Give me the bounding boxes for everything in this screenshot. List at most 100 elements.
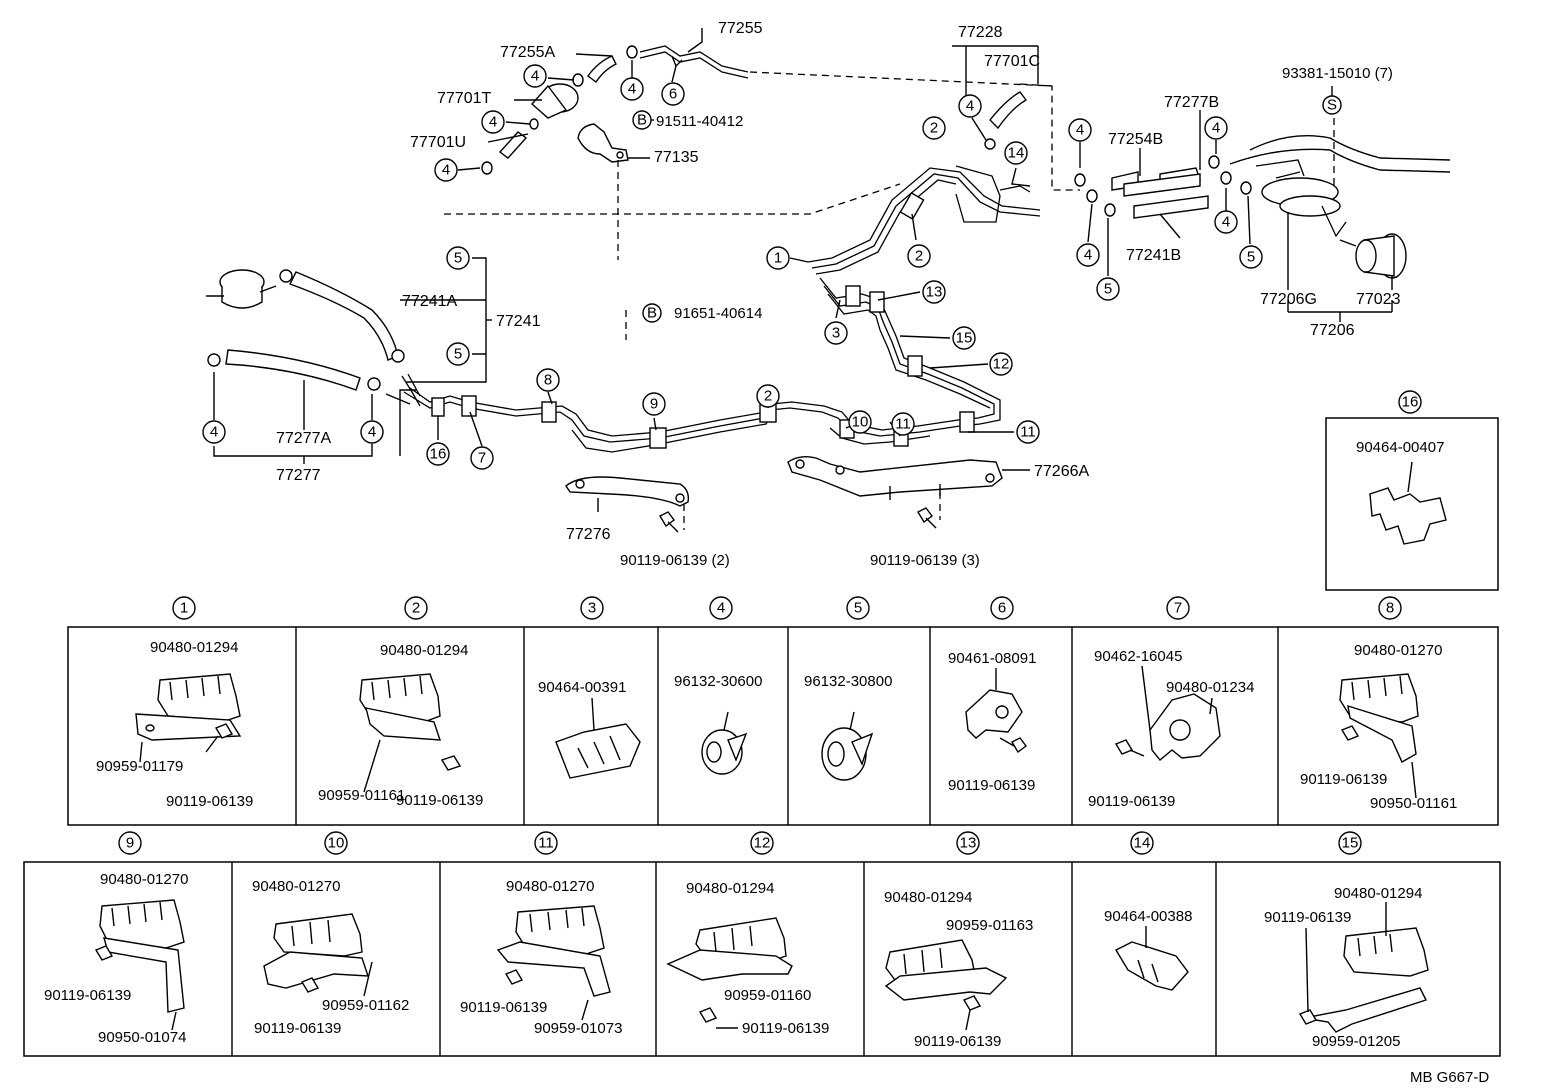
clip-icon bbox=[207, 353, 221, 367]
svg-text:90480-01294: 90480-01294 bbox=[150, 639, 238, 656]
svg-text:4: 4 bbox=[966, 98, 974, 115]
callout-4: 4 bbox=[523, 64, 547, 88]
svg-text:9: 9 bbox=[126, 835, 134, 852]
bolt-icon bbox=[504, 969, 524, 985]
clip-icon bbox=[984, 138, 996, 150]
svg-text:90119-06139: 90119-06139 bbox=[1300, 771, 1387, 788]
svg-text:90462-16045: 90462-16045 bbox=[1094, 648, 1182, 665]
bracket-icon bbox=[1347, 704, 1417, 763]
hose-77241B bbox=[1133, 195, 1209, 219]
label-77135: 77135 bbox=[654, 149, 699, 166]
svg-text:90480-01270: 90480-01270 bbox=[252, 878, 340, 895]
callout-4: 4 bbox=[958, 94, 982, 118]
svg-text:90959-01160: 90959-01160 bbox=[724, 987, 811, 1004]
svg-text:B: B bbox=[647, 305, 657, 322]
callout-3: 3 bbox=[824, 321, 848, 345]
svg-text:5: 5 bbox=[454, 250, 462, 267]
callout-2: 2 bbox=[756, 384, 780, 408]
svg-text:5: 5 bbox=[454, 346, 462, 363]
svg-text:4: 4 bbox=[531, 68, 539, 85]
svg-text:90959-01162: 90959-01162 bbox=[322, 997, 409, 1014]
callout-4: 4 bbox=[360, 420, 384, 444]
svg-text:8: 8 bbox=[544, 372, 552, 389]
callout-2: 2 bbox=[922, 116, 946, 140]
clip-icon bbox=[279, 269, 293, 283]
bracket-77135 bbox=[577, 123, 629, 163]
svg-text:8: 8 bbox=[1386, 600, 1394, 617]
svg-text:5: 5 bbox=[1247, 249, 1255, 266]
label-bolt-2: 90119-06139 (2) bbox=[620, 552, 730, 569]
detail-box-11: 11 90480-01270 90119-06139 90959-01073 bbox=[460, 831, 622, 1037]
label-77266A: 77266A bbox=[1034, 463, 1089, 480]
detail-box-2: 2 90480-01294 90959-01161 90119-06139 bbox=[318, 596, 483, 809]
hose-77701U bbox=[498, 131, 528, 159]
callout-4: 4 bbox=[481, 110, 505, 134]
detail-box-5: 5 96132-30800 bbox=[804, 596, 892, 781]
svg-text:90119-06139: 90119-06139 bbox=[460, 999, 547, 1016]
leader-lines bbox=[213, 28, 1393, 512]
bracket-icon bbox=[135, 713, 242, 741]
tube-clamp-icon bbox=[157, 673, 241, 723]
svg-text:90480-01270: 90480-01270 bbox=[100, 871, 188, 888]
svg-text:16: 16 bbox=[1402, 394, 1419, 411]
callout-10: 10 bbox=[848, 410, 872, 434]
callout-12: 12 bbox=[989, 352, 1013, 376]
svg-text:11: 11 bbox=[538, 835, 554, 852]
callout-6: 6 bbox=[661, 82, 685, 106]
callout-5: 5 bbox=[1239, 245, 1263, 269]
label-77254B: 77254B bbox=[1108, 131, 1163, 148]
clip-icon bbox=[1074, 173, 1086, 187]
svg-text:90119-06139: 90119-06139 bbox=[914, 1033, 1001, 1050]
hose-77701C bbox=[989, 91, 1028, 130]
svg-text:4: 4 bbox=[368, 424, 376, 441]
svg-text:1: 1 bbox=[774, 250, 782, 267]
bolt-icon bbox=[94, 945, 114, 961]
svg-text:4: 4 bbox=[717, 600, 725, 617]
label-77206G: 77206G bbox=[1260, 291, 1317, 308]
svg-text:90119-06139: 90119-06139 bbox=[1264, 909, 1351, 926]
label-77276: 77276 bbox=[566, 526, 611, 543]
callout-4: 4 bbox=[620, 77, 644, 101]
label-77241A: 77241A bbox=[402, 293, 457, 310]
clip-icon bbox=[367, 377, 381, 391]
bolt-icon bbox=[1114, 739, 1134, 755]
callout-4: 4 bbox=[1204, 116, 1228, 140]
bolt-icon bbox=[917, 507, 933, 524]
clamp-icon bbox=[965, 689, 1023, 739]
callout-8: 8 bbox=[536, 368, 560, 392]
svg-text:12: 12 bbox=[754, 835, 771, 852]
bracket-icon bbox=[884, 967, 1008, 1001]
svg-text:15: 15 bbox=[1342, 835, 1359, 852]
svg-text:90950-01161: 90950-01161 bbox=[1370, 795, 1457, 812]
fuel-pump-assembly bbox=[984, 83, 1451, 279]
callout-15: 15 bbox=[952, 326, 976, 350]
clip-icon bbox=[1220, 171, 1232, 185]
label-77228: 77228 bbox=[958, 24, 1003, 41]
label-77241B: 77241B bbox=[1126, 247, 1181, 264]
bracket-icon bbox=[365, 707, 441, 741]
clamp-icon bbox=[1369, 487, 1447, 545]
fuel-tube-bundle bbox=[403, 165, 1041, 453]
svg-text:7: 7 bbox=[478, 450, 486, 467]
svg-text:90480-01294: 90480-01294 bbox=[884, 889, 972, 906]
svg-text:14: 14 bbox=[1134, 835, 1151, 852]
callout-4: 4 bbox=[1068, 118, 1092, 142]
svg-text:4: 4 bbox=[489, 114, 497, 131]
callout-5: 5 bbox=[1096, 277, 1120, 301]
svg-text:90480-01270: 90480-01270 bbox=[1354, 642, 1442, 659]
left-hoses bbox=[206, 269, 421, 407]
svg-text:90461-08091: 90461-08091 bbox=[948, 650, 1036, 667]
svg-text:90119-06139: 90119-06139 bbox=[44, 987, 131, 1004]
svg-text:90959-01163: 90959-01163 bbox=[946, 917, 1033, 934]
svg-text:12: 12 bbox=[993, 356, 1010, 373]
detail-box-10: 10 90480-01270 90959-01162 90119-06139 bbox=[252, 831, 409, 1037]
svg-text:4: 4 bbox=[1212, 120, 1220, 137]
marker-b-icon bbox=[642, 303, 662, 323]
svg-text:S: S bbox=[1327, 97, 1337, 114]
detail-box-16: 16 90464-00407 bbox=[1325, 390, 1499, 591]
svg-text:3: 3 bbox=[832, 325, 840, 342]
hose-77255A bbox=[587, 55, 617, 84]
detail-row-2 bbox=[23, 861, 1501, 1057]
letter-markers: B B S bbox=[632, 95, 1342, 323]
label-77255A: 77255A bbox=[500, 44, 555, 61]
